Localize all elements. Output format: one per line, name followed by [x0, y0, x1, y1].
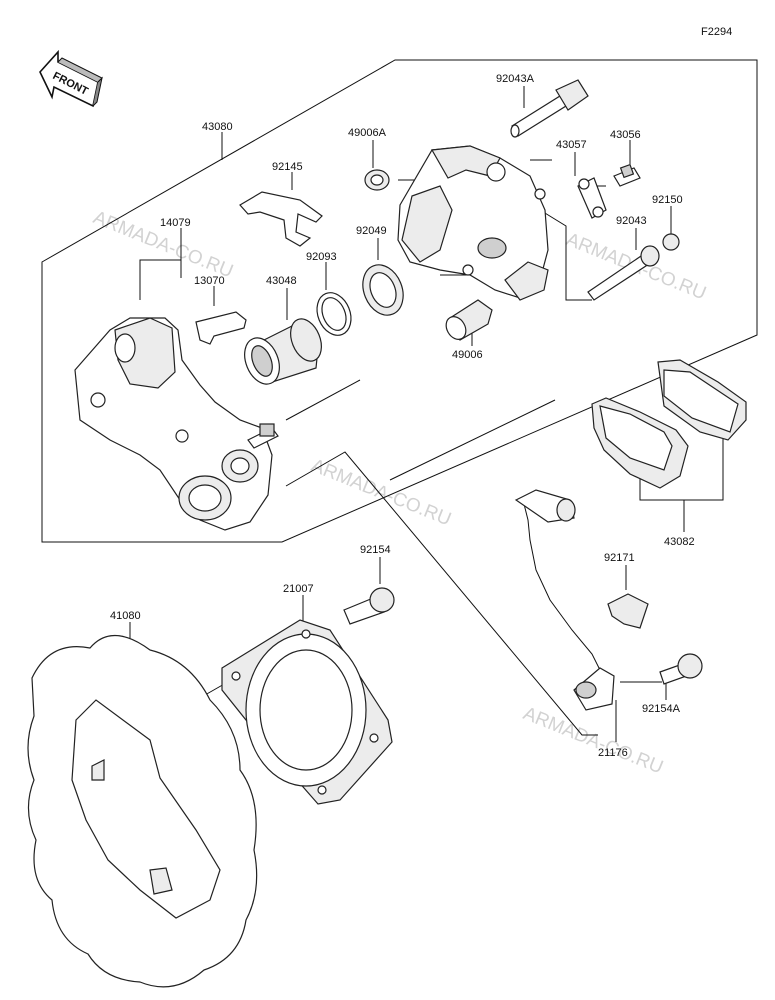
- slide-pin-upper: [510, 79, 589, 138]
- dust-seal: [362, 264, 404, 316]
- part-label-92154a: 92154A: [642, 703, 681, 715]
- part-label-43057: 43057: [556, 139, 587, 151]
- slide-pin-lower: [587, 245, 660, 301]
- part-label-14079: 14079: [160, 217, 191, 229]
- brake-pads: [591, 359, 747, 489]
- part-label-49006: 49006: [452, 349, 483, 361]
- front-arrow-icon: FRONT: [39, 49, 103, 108]
- rubber-cap: [662, 233, 680, 251]
- piston: [244, 318, 322, 385]
- part-label-92150: 92150: [652, 194, 683, 206]
- piston-seal: [316, 292, 352, 336]
- diagram-code: F2294: [701, 26, 732, 38]
- bleeder-valve: [613, 163, 641, 187]
- sensor-bolt: [659, 653, 703, 685]
- part-label-92049: 92049: [356, 225, 387, 237]
- sensor-clip: [607, 593, 649, 629]
- mounting-bolt: [343, 587, 395, 625]
- part-label-41080: 41080: [110, 610, 141, 622]
- bleeder-cap: [577, 177, 607, 219]
- part-label-13070: 13070: [194, 275, 225, 287]
- part-label-92043: 92043: [616, 215, 647, 227]
- caliper-bracket: [74, 317, 279, 531]
- pad-spring: [239, 191, 323, 247]
- part-label-92093: 92093: [306, 251, 337, 263]
- watermark: ARMADA-CO.RU: [308, 455, 454, 530]
- part-label-43056: 43056: [610, 129, 641, 141]
- pin-boot-upper: [364, 169, 390, 191]
- part-label-43080: 43080: [202, 121, 233, 133]
- part-label-92154: 92154: [360, 544, 391, 556]
- part-label-21176: 21176: [598, 747, 628, 759]
- part-label-43082: 43082: [664, 536, 695, 548]
- part-label-92145: 92145: [272, 161, 303, 173]
- part-labels: 43080 92145 49006A 92043A 43057 43056 92…: [110, 73, 695, 759]
- pad-spring-clip: [195, 311, 247, 345]
- part-label-21007: 21007: [283, 583, 314, 595]
- abs-sensor: [514, 489, 615, 711]
- part-label-92043a: 92043A: [496, 73, 535, 85]
- caliper-body: [397, 145, 549, 301]
- caliper-assembly-frame: [41, 59, 758, 543]
- abs-ring: [221, 619, 393, 805]
- brake-disc: [27, 634, 258, 988]
- part-label-92171: 92171: [604, 552, 635, 564]
- part-label-43048: 43048: [266, 275, 297, 287]
- part-label-49006a: 49006A: [348, 127, 387, 139]
- pin-boot-lower: [445, 299, 493, 341]
